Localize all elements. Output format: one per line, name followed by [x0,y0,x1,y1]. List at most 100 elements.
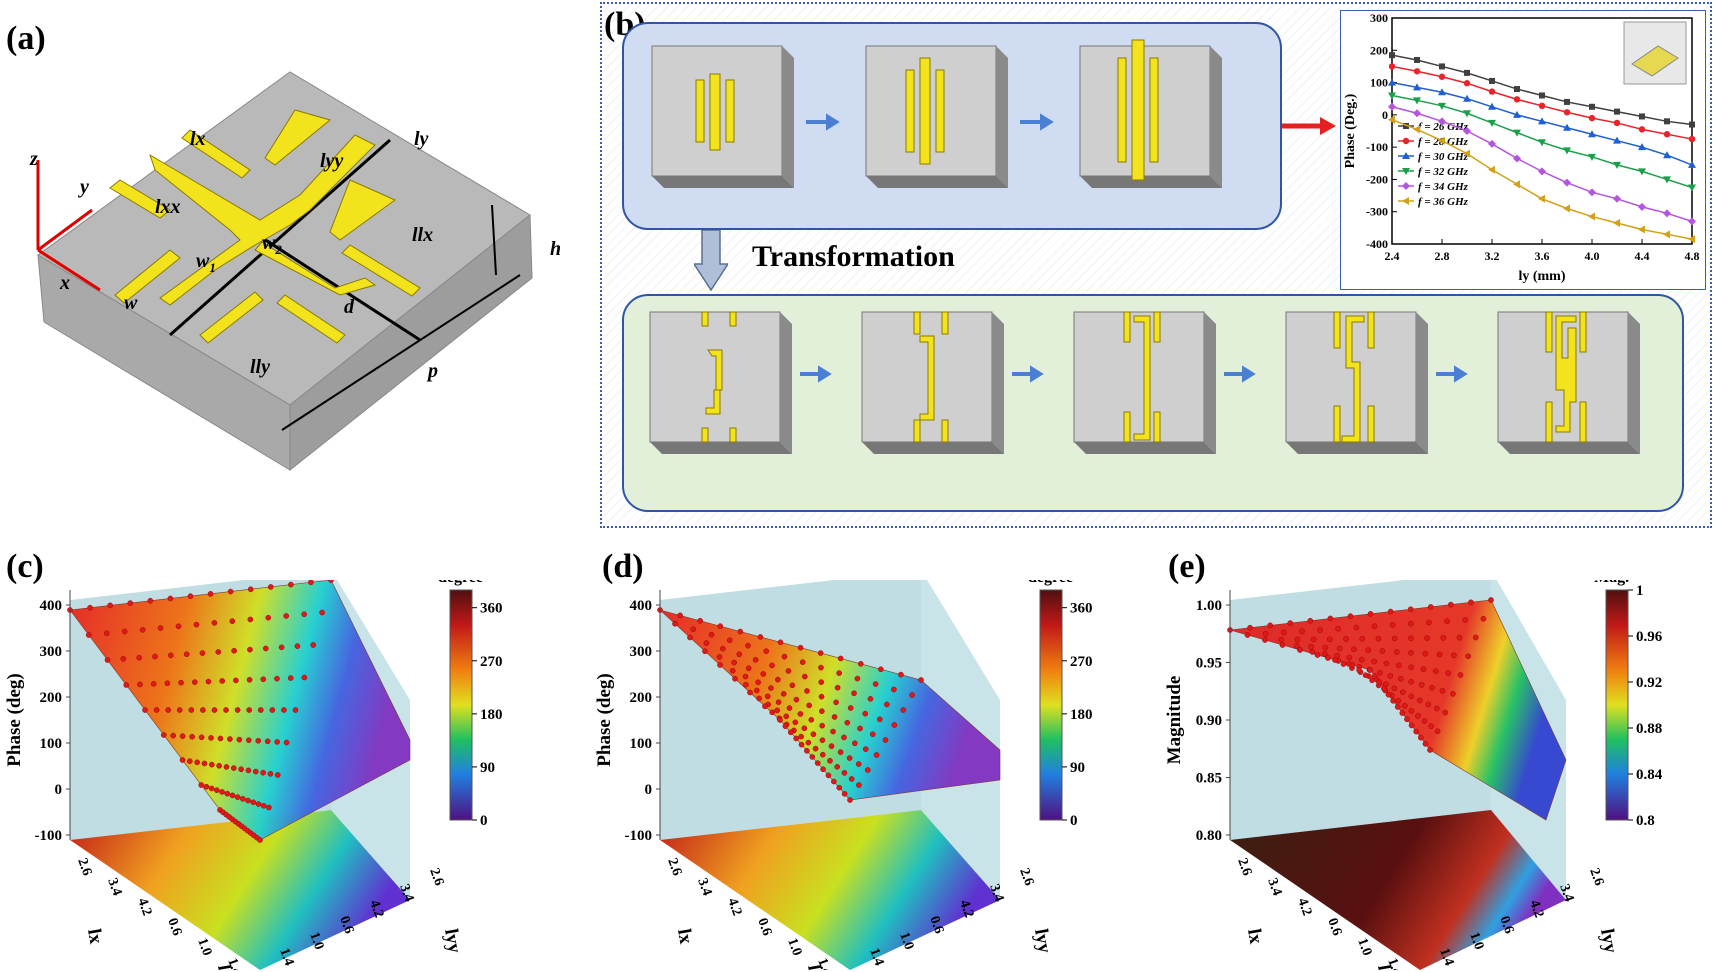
sample-point [255,737,262,744]
sample-point [281,707,287,713]
sample-point [687,634,693,641]
sample-point [234,707,241,713]
data-point [1439,63,1445,70]
sample-point [1267,622,1273,629]
sample-point [1422,741,1429,747]
sample-point [753,687,760,694]
sample-point [231,647,237,654]
sample-point [170,732,177,739]
sample-point [836,670,842,676]
sample-point [274,772,281,778]
sample-point [1448,601,1454,608]
sample-point [817,650,824,656]
sample-point [1297,647,1303,653]
sample-point [777,717,783,723]
data-point [1638,126,1646,133]
sample-point [1383,660,1390,667]
sample-point [292,707,299,713]
colorbar-tick-label: 0.96 [1636,629,1663,645]
floor-tick-label: 1.4 [224,956,244,970]
floor-tick-label: 1.0 [306,930,326,952]
label-x: x [60,272,70,294]
sample-point [1408,635,1414,642]
data-point [1463,94,1471,102]
sample-point [818,664,824,671]
sample-point [274,739,280,745]
floor-tick-label: 3.4 [1556,882,1576,904]
data-point [1589,103,1595,110]
sample-point [175,623,182,630]
data-point [1638,168,1646,176]
sample-point [1359,636,1366,642]
sample-point [247,586,254,593]
sample-point [1398,676,1404,682]
sample-point [1247,624,1253,631]
z-axis-label: Phase (deg) [4,673,25,766]
sample-point [769,662,775,669]
sample-point [216,762,222,769]
sample-point [702,648,708,655]
sample-point [1407,606,1414,613]
z-tick-label: 200 [630,690,653,706]
sample-point [804,688,810,694]
sample-point [764,693,771,700]
data-point [1639,113,1645,120]
legend-entry: f = 30 GHz [1418,151,1469,163]
data-point [1613,161,1621,169]
sample-point [792,719,799,726]
sample-point [208,785,215,792]
data-point [1488,165,1495,174]
sample-point [1422,650,1429,657]
down-arrow [694,230,728,292]
sample-point [191,679,198,685]
data-point [1388,63,1396,70]
sample-point [833,699,839,706]
floor-tick-label: 0.6 [336,914,356,936]
sample-point [1415,713,1421,719]
legend-entry: f = 32 GHz [1418,166,1469,178]
data-point [1414,56,1420,63]
sample-point [165,707,171,713]
data-point [1388,102,1396,111]
sample-point [862,710,869,717]
sample-point [247,616,254,623]
sample-point [164,680,171,687]
sample-point [1445,670,1451,676]
sample-point [690,626,697,633]
sample-point [1468,599,1474,606]
y-tick-label: 300 [1370,11,1388,25]
sample-point [1442,709,1449,716]
sample-point [1427,604,1434,610]
data-point [1663,131,1671,138]
z-tick-label: -100 [35,828,63,844]
sample-point [1427,747,1433,753]
sample-point [873,752,880,758]
sample-point [851,690,857,697]
sample-point [1309,649,1316,655]
sample-point [830,728,836,735]
sample-point [1439,687,1446,694]
sample-point [775,676,781,683]
sample-point [716,654,723,660]
sample-point [87,604,93,611]
sample-point [137,681,143,688]
data-point [1413,68,1421,75]
sample-point [808,717,815,723]
sample-point [1456,634,1463,641]
sample-point [1325,655,1331,661]
x-tick-label: 4.4 [1635,249,1650,263]
sample-point [255,801,262,807]
sample-point [1278,637,1285,643]
sample-point [841,770,848,776]
sample-point [805,739,812,746]
sample-point [769,709,776,716]
z-tick-label: 300 [630,644,653,660]
sample-point [1351,646,1357,653]
sample-point [1376,679,1383,686]
sample-point [793,735,799,742]
sample-point [1340,661,1347,667]
floor-tick-label: 0.6 [164,916,184,938]
sample-point [187,758,193,764]
